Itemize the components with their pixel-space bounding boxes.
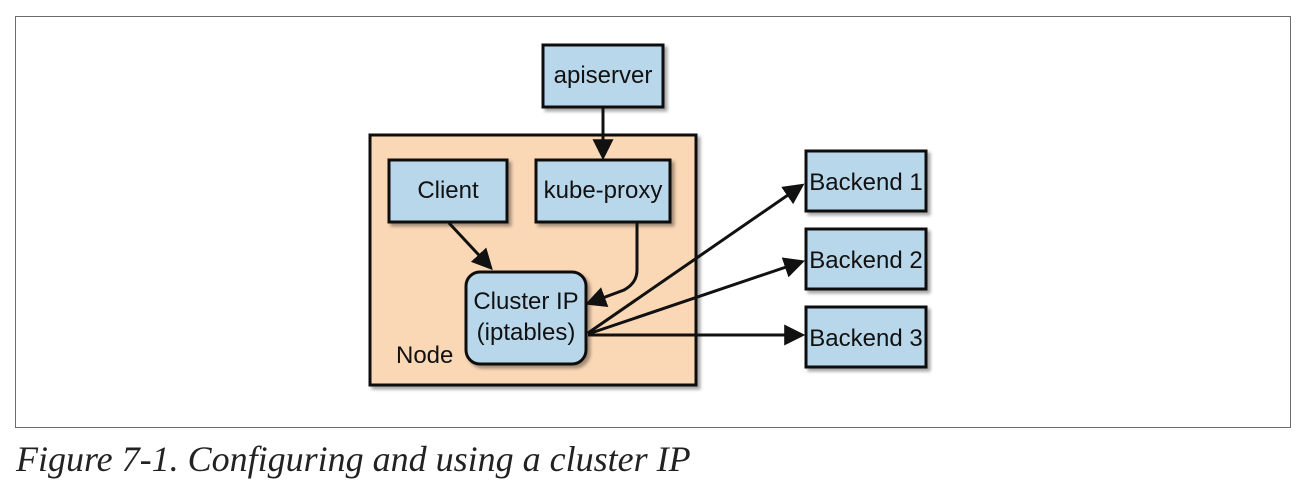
cluster-ip-label-line2: (iptables) <box>477 319 576 346</box>
figure-caption: Figure 7-1. Configuring and using a clus… <box>16 439 691 479</box>
arrow-client-to-cluster-ip <box>447 221 493 271</box>
apiserver-box: apiserver <box>541 43 665 109</box>
cluster-ip-box: Cluster IP (iptables) <box>464 270 588 366</box>
backend-1-box: Backend 1 <box>804 149 928 213</box>
node-label: Node <box>396 342 453 369</box>
backend-3-label: Backend 3 <box>809 325 922 352</box>
client-box: Client <box>387 158 509 224</box>
client-label: Client <box>417 177 479 204</box>
backend-2-label: Backend 2 <box>809 247 922 274</box>
backend-2-box: Backend 2 <box>804 227 928 291</box>
arrow-cluster-ip-to-backend-2 <box>587 257 805 336</box>
backend-3-box: Backend 3 <box>804 305 928 369</box>
cluster-ip-label-line1: Cluster IP <box>473 288 578 315</box>
arrow-kube-proxy-to-cluster-ip <box>585 223 639 307</box>
backend-1-label: Backend 1 <box>809 169 922 196</box>
kube-proxy-box: kube-proxy <box>534 158 672 224</box>
arrow-cluster-ip-to-backend-1 <box>587 183 805 335</box>
kube-proxy-label: kube-proxy <box>544 177 663 204</box>
apiserver-label: apiserver <box>554 62 653 89</box>
